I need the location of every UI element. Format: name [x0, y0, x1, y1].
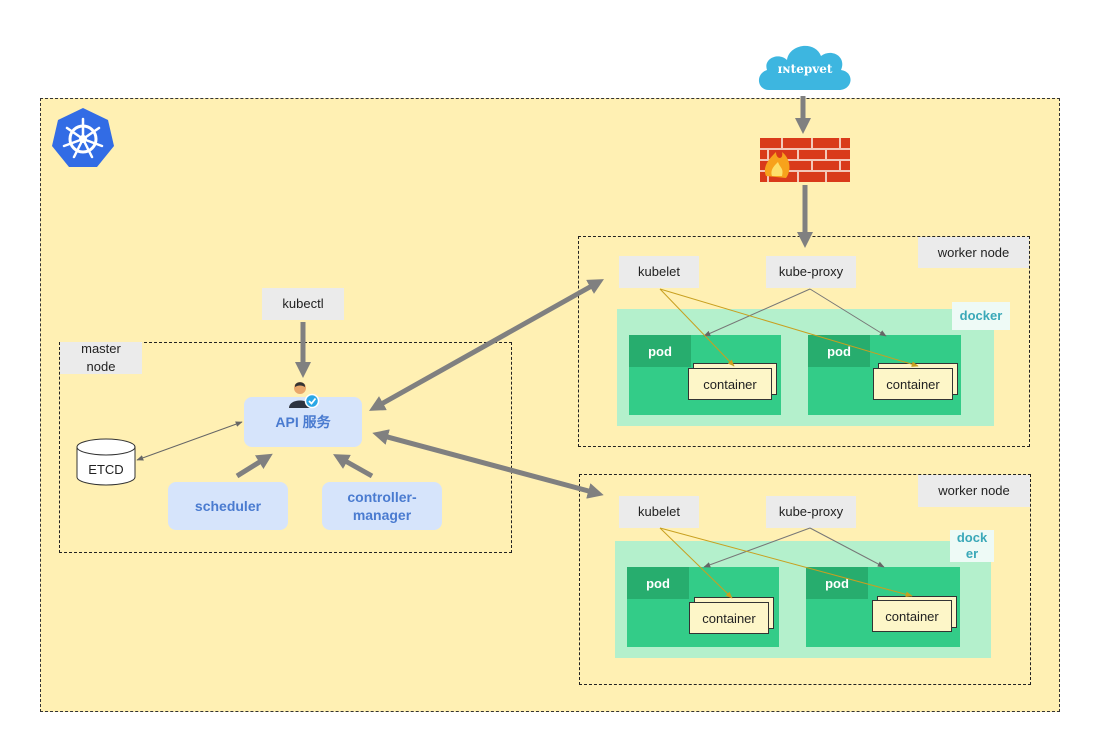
api-server-box[interactable]: API 服务 — [244, 397, 362, 447]
admin-user-icon — [289, 382, 320, 409]
kubelet-1-to-container-1-1 — [659, 288, 735, 367]
docker-2-label-line2: er — [965, 546, 979, 561]
kubernetes-logo-icon — [52, 108, 114, 167]
kube-proxy-1-to-pod-1-2 — [809, 288, 887, 337]
etcd-database-icon — [76, 438, 136, 486]
container-1-2[interactable]: container — [873, 368, 953, 400]
master-node-label-line1: master — [81, 341, 121, 356]
kubectl-box[interactable]: kubectl — [262, 288, 344, 320]
kubelet-1-box[interactable]: kubelet — [619, 256, 699, 288]
worker-node-1-label: worker node — [918, 237, 1029, 268]
kubelet-1-to-container-1-2 — [659, 288, 919, 367]
kubelet-2-box[interactable]: kubelet — [619, 496, 699, 528]
master-node-label-line2: node — [86, 359, 116, 374]
kube-proxy-2-to-pod-2-1 — [703, 527, 811, 568]
pod-2-2-label: pod — [806, 567, 868, 599]
kubelet-2-to-container-2-1 — [659, 527, 733, 599]
pod-2-1-label: pod — [627, 567, 689, 599]
container-1-1[interactable]: container — [688, 368, 772, 400]
kube-proxy-1-box[interactable]: kube-proxy — [766, 256, 856, 288]
pod-1-2-label: pod — [808, 335, 870, 367]
container-2-1[interactable]: container — [689, 602, 769, 634]
master-node-label: master node — [60, 341, 142, 374]
scheduler-box[interactable]: scheduler — [168, 482, 288, 530]
etcd-label: ETCD — [88, 462, 124, 477]
kube-proxy-2-box[interactable]: kube-proxy — [766, 496, 856, 528]
container-2-2[interactable]: container — [872, 600, 952, 632]
controller-to-api-arrow — [333, 454, 374, 479]
docker-1-label: docker — [952, 302, 1010, 330]
controller-manager-line2: manager — [352, 507, 412, 523]
worker-node-2-label: worker node — [918, 475, 1030, 507]
firewall-icon — [760, 138, 850, 182]
docker-2-label: dock er — [950, 530, 994, 562]
kube-proxy-2-to-pod-2-2 — [809, 527, 885, 568]
pod-1-1-label: pod — [629, 335, 691, 367]
api-worker2-arrow — [372, 429, 604, 499]
kubelet-2-to-container-2-2 — [659, 527, 913, 598]
kube-proxy-1-to-pod-1-1 — [703, 288, 811, 337]
api-worker1-arrow — [369, 279, 604, 411]
etcd-api-link — [136, 421, 243, 461]
cloud-icon — [758, 45, 851, 90]
worker-node-2-boundary — [579, 474, 1031, 685]
docker-2-label-line1: dock — [956, 530, 988, 545]
scheduler-to-api-arrow — [235, 453, 273, 479]
cloud-label: ɪɴtepᴠet — [777, 62, 833, 76]
